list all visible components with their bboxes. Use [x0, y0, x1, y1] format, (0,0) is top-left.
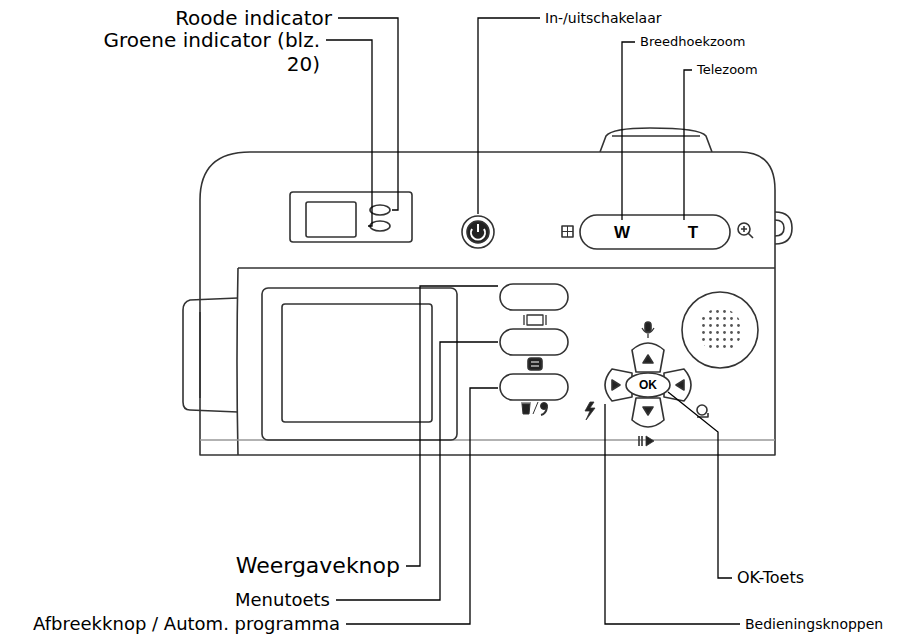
- callout-label: Afbreekknop / Autom. programma: [33, 613, 340, 635]
- callout-label: Groene indicator (blz. 20): [100, 28, 320, 76]
- callout-label: Telezoom: [697, 62, 758, 78]
- callout-label: Bedieningsknoppen: [745, 616, 883, 633]
- button-lettering: T: [688, 223, 698, 243]
- callout-label: Weergaveknop: [236, 553, 400, 579]
- callout-label: Menutoets: [235, 589, 330, 611]
- callout-label: In-/uitschakelaar: [545, 10, 662, 27]
- callout-label: Roode indicator: [175, 6, 332, 30]
- callout-label: OK-Toets: [737, 568, 804, 587]
- button-lettering: OK: [639, 378, 657, 392]
- callout-label: Breedhoekzoom: [640, 34, 745, 50]
- button-lettering: W: [614, 223, 630, 243]
